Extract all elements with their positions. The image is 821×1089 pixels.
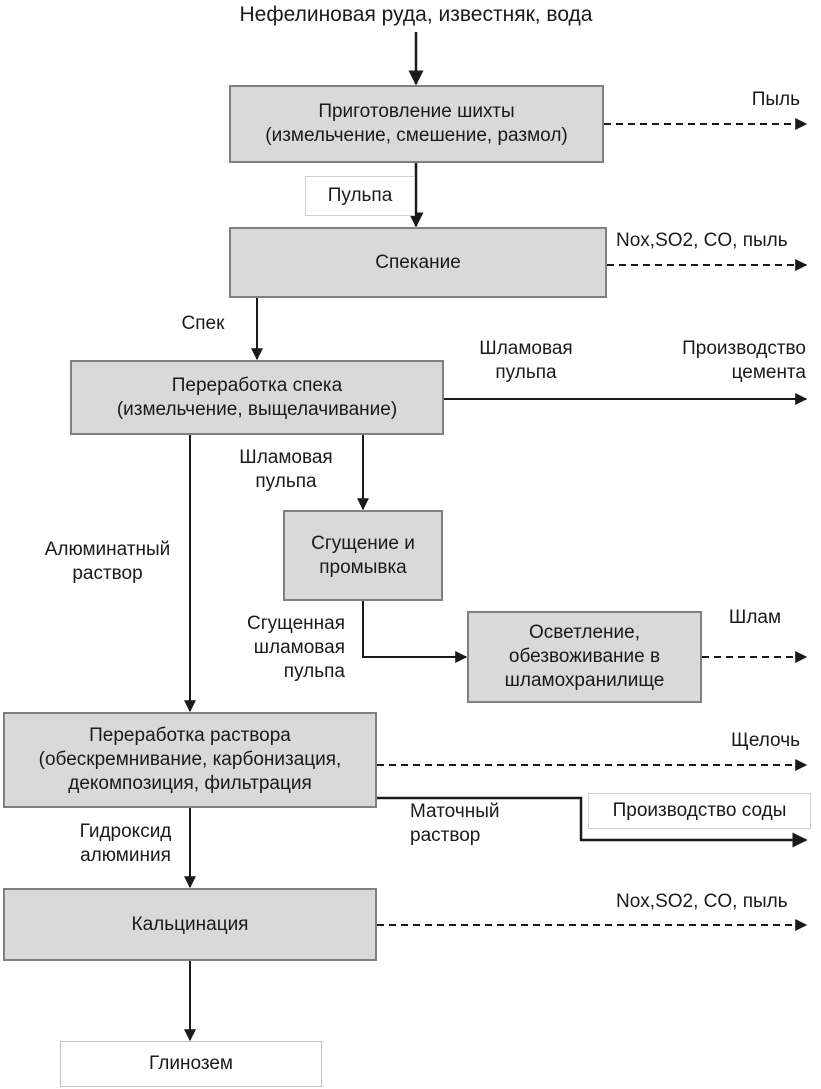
edge-label-slurry-pulp-right: Шламовая пульпа	[479, 338, 573, 383]
edge-label-sludge: Шлам	[728, 607, 782, 628]
edge-label-cement-production: Производство цемента	[682, 338, 806, 383]
edge-thickening-to-clarification	[362, 601, 468, 663]
node-sinter-processing[interactable]: Переработка спека (измельчение, выщелачи…	[70, 360, 444, 435]
edge-label-aluminate-solution: Алюминатный раствор	[44, 539, 171, 584]
edge-label-alkali: Щелочь	[731, 730, 800, 751]
input-material-label: Нефелиновая руда, известняк, вода	[239, 3, 593, 26]
edge-label-sinter: Спек	[181, 313, 225, 334]
node-alumina[interactable]: Глинозем	[60, 1041, 322, 1087]
node-preparation[interactable]: Приготовление шихты (измельчение, смешен…	[229, 85, 604, 163]
edge-label-mother-liquor: Маточный раствор	[410, 801, 500, 846]
node-clarification-dewatering[interactable]: Осветление, обезвоживание в шламохранили…	[467, 611, 702, 703]
edge-label-sintering-emissions: Nox,SO2, CO, пыль	[616, 230, 788, 251]
node-soda-production-label-box[interactable]: Производство соды	[588, 793, 811, 829]
node-solution-processing[interactable]: Переработка раствора (обескремнивание, к…	[3, 712, 377, 808]
edge-label-calcination-emissions: Nox,SO2, CO, пыль	[616, 891, 788, 912]
node-calcination[interactable]: Кальцинация	[3, 888, 377, 961]
edge-label-thickened-slurry: Сгущенная шламовая пульпа	[247, 613, 345, 682]
edge-label-slurry-pulp-down: Шламовая пульпа	[239, 447, 333, 492]
edge-label-dust: Пыль	[751, 89, 800, 110]
node-sintering[interactable]: Спекание	[229, 227, 607, 298]
node-pulp-label-box[interactable]: Пульпа	[305, 176, 415, 216]
edge-label-aluminium-hydroxide: Гидроксид алюминия	[79, 821, 172, 866]
node-thickening-washing[interactable]: Сгущение и промывка	[283, 510, 443, 601]
